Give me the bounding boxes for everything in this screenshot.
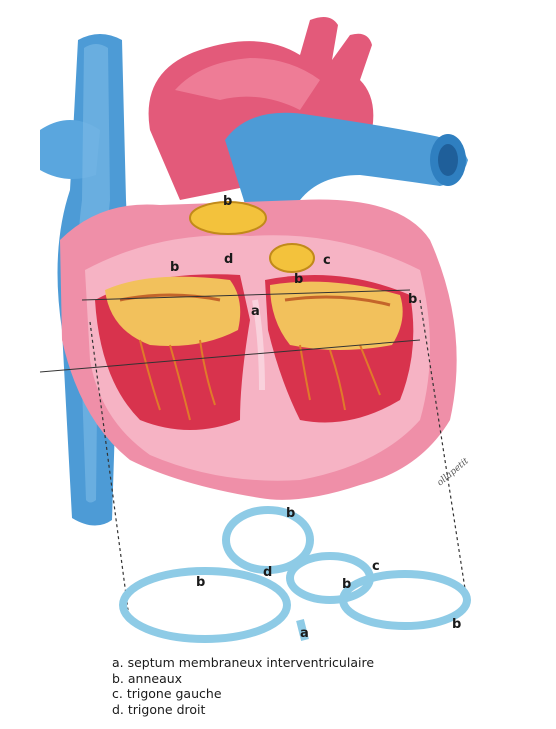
label-ring-middle: b — [294, 272, 303, 287]
legend-item-a: a. septum membraneux interventriculaire — [112, 655, 374, 671]
label-right-trigone: d — [224, 252, 233, 267]
fibrous-skeleton — [123, 510, 467, 640]
label-septum: a — [251, 304, 260, 319]
label-lower-left: b — [196, 575, 205, 590]
label-left-trigone: c — [323, 253, 331, 268]
artist-signature: ollapetit — [436, 456, 472, 488]
legend-item-d: d. trigone droit — [112, 702, 374, 718]
legend-item-b: b. anneaux — [112, 671, 374, 687]
legend: a. septum membraneux interventriculaire … — [112, 655, 374, 717]
label-ring-right: b — [408, 292, 417, 307]
label-lower-a: a — [300, 626, 309, 641]
label-lower-mid: b — [342, 577, 351, 592]
label-lower-top: b — [286, 506, 295, 521]
label-lower-c: c — [372, 559, 380, 574]
label-lower-right: b — [452, 617, 461, 632]
label-lower-d: d — [263, 565, 272, 580]
label-ring-left: b — [170, 260, 179, 275]
legend-item-c: c. trigone gauche — [112, 686, 374, 702]
label-aortic-ring: b — [223, 194, 232, 209]
